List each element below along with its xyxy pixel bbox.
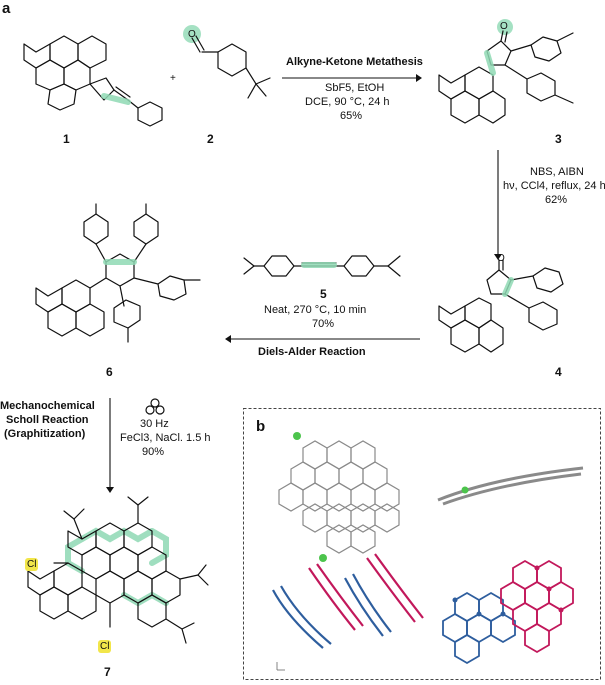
- step2-condition-2: hν, CCl4, reflux, 24 h: [503, 180, 605, 192]
- compound-5-structure: [243, 255, 401, 277]
- step3-condition-1: Neat, 270 °C, 10 min: [264, 304, 367, 316]
- step2-yield: 62%: [545, 194, 568, 206]
- oxygen-label-4: O: [497, 253, 505, 264]
- cl-label-top: Cl: [25, 558, 39, 571]
- plus-sign: +: [170, 73, 176, 84]
- panel-label-b: b: [256, 418, 266, 435]
- step3-yield: 70%: [312, 318, 335, 330]
- compound-1-structure: [23, 35, 163, 127]
- compound-2-label: 2: [207, 132, 214, 146]
- compound-3-label: 3: [555, 132, 562, 146]
- oxygen-label-2: O: [188, 29, 196, 40]
- step4-name-line1: Mechanochemical: [0, 400, 95, 412]
- step3-name: Diels-Alder Reaction: [258, 346, 366, 358]
- compound-4-structure: [438, 259, 564, 353]
- step4-name-line2: Scholl Reaction: [6, 414, 89, 426]
- ball-mill-icon: [145, 398, 165, 415]
- oxygen-label-3: O: [500, 21, 508, 32]
- step4-name-line3: (Graphitization): [4, 428, 86, 440]
- step1-name: Alkyne-Ketone Metathesis: [286, 56, 423, 68]
- compound-2-structure: [183, 25, 271, 99]
- compound-5-label: 5: [320, 287, 327, 301]
- compound-4-label: 4: [555, 365, 562, 379]
- compound-7-structure: [27, 496, 209, 644]
- crystal-structure-panel: [243, 408, 601, 680]
- compound-6-structure: [35, 203, 201, 343]
- compound-7-label: 7: [104, 665, 111, 679]
- step1-arrow: [282, 74, 422, 82]
- step4-condition-2: FeCl3, NaCl. 1.5 h: [120, 432, 211, 444]
- compound-1-label: 1: [63, 132, 70, 146]
- step4-arrow: [106, 398, 114, 493]
- compound-3-structure: [438, 19, 574, 124]
- step4-yield: 90%: [142, 446, 165, 458]
- step1-condition-2: DCE, 90 °C, 24 h: [305, 96, 390, 108]
- cl-label-bottom: Cl: [98, 640, 112, 653]
- compound-6-label: 6: [106, 365, 113, 379]
- step2-arrow: [494, 150, 502, 260]
- step2-condition-1: NBS, AIBN: [530, 166, 584, 178]
- step4-condition-1: 30 Hz: [140, 418, 169, 430]
- step1-yield: 65%: [340, 110, 363, 122]
- step3-arrow: [225, 335, 420, 343]
- panel-label-a: a: [2, 0, 11, 17]
- step1-condition-1: SbF5, EtOH: [325, 82, 385, 94]
